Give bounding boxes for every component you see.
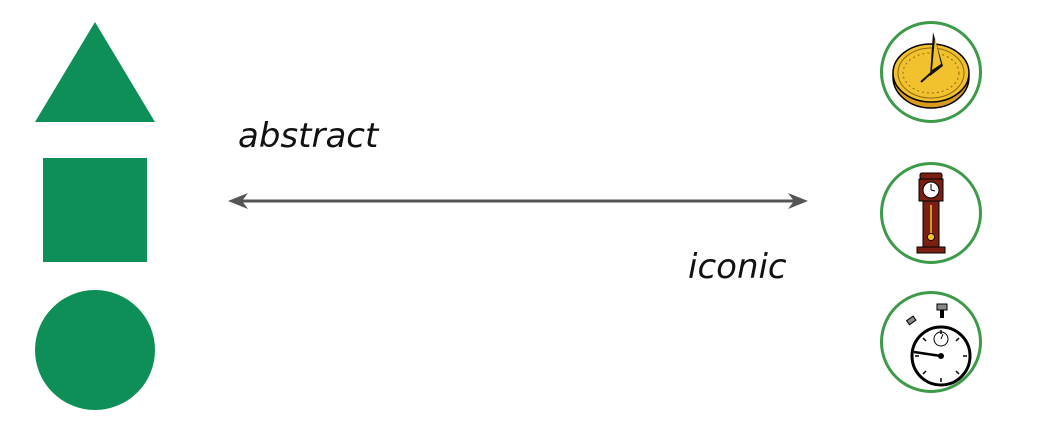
stopwatch-icon-ring [880,291,982,393]
circle-shape [35,290,155,410]
sundial-icon-ring [880,21,982,123]
stopwatch-icon [905,303,972,387]
sundial-icon [892,32,970,109]
grandfather-clock-icon-ring [880,162,982,264]
double-arrow [228,193,808,209]
triangle-shape [35,22,155,122]
abstract-label: abstract [238,116,379,156]
iconic-label: iconic [688,247,787,287]
grandfather-clock-icon [916,172,946,254]
square-shape [43,158,147,262]
